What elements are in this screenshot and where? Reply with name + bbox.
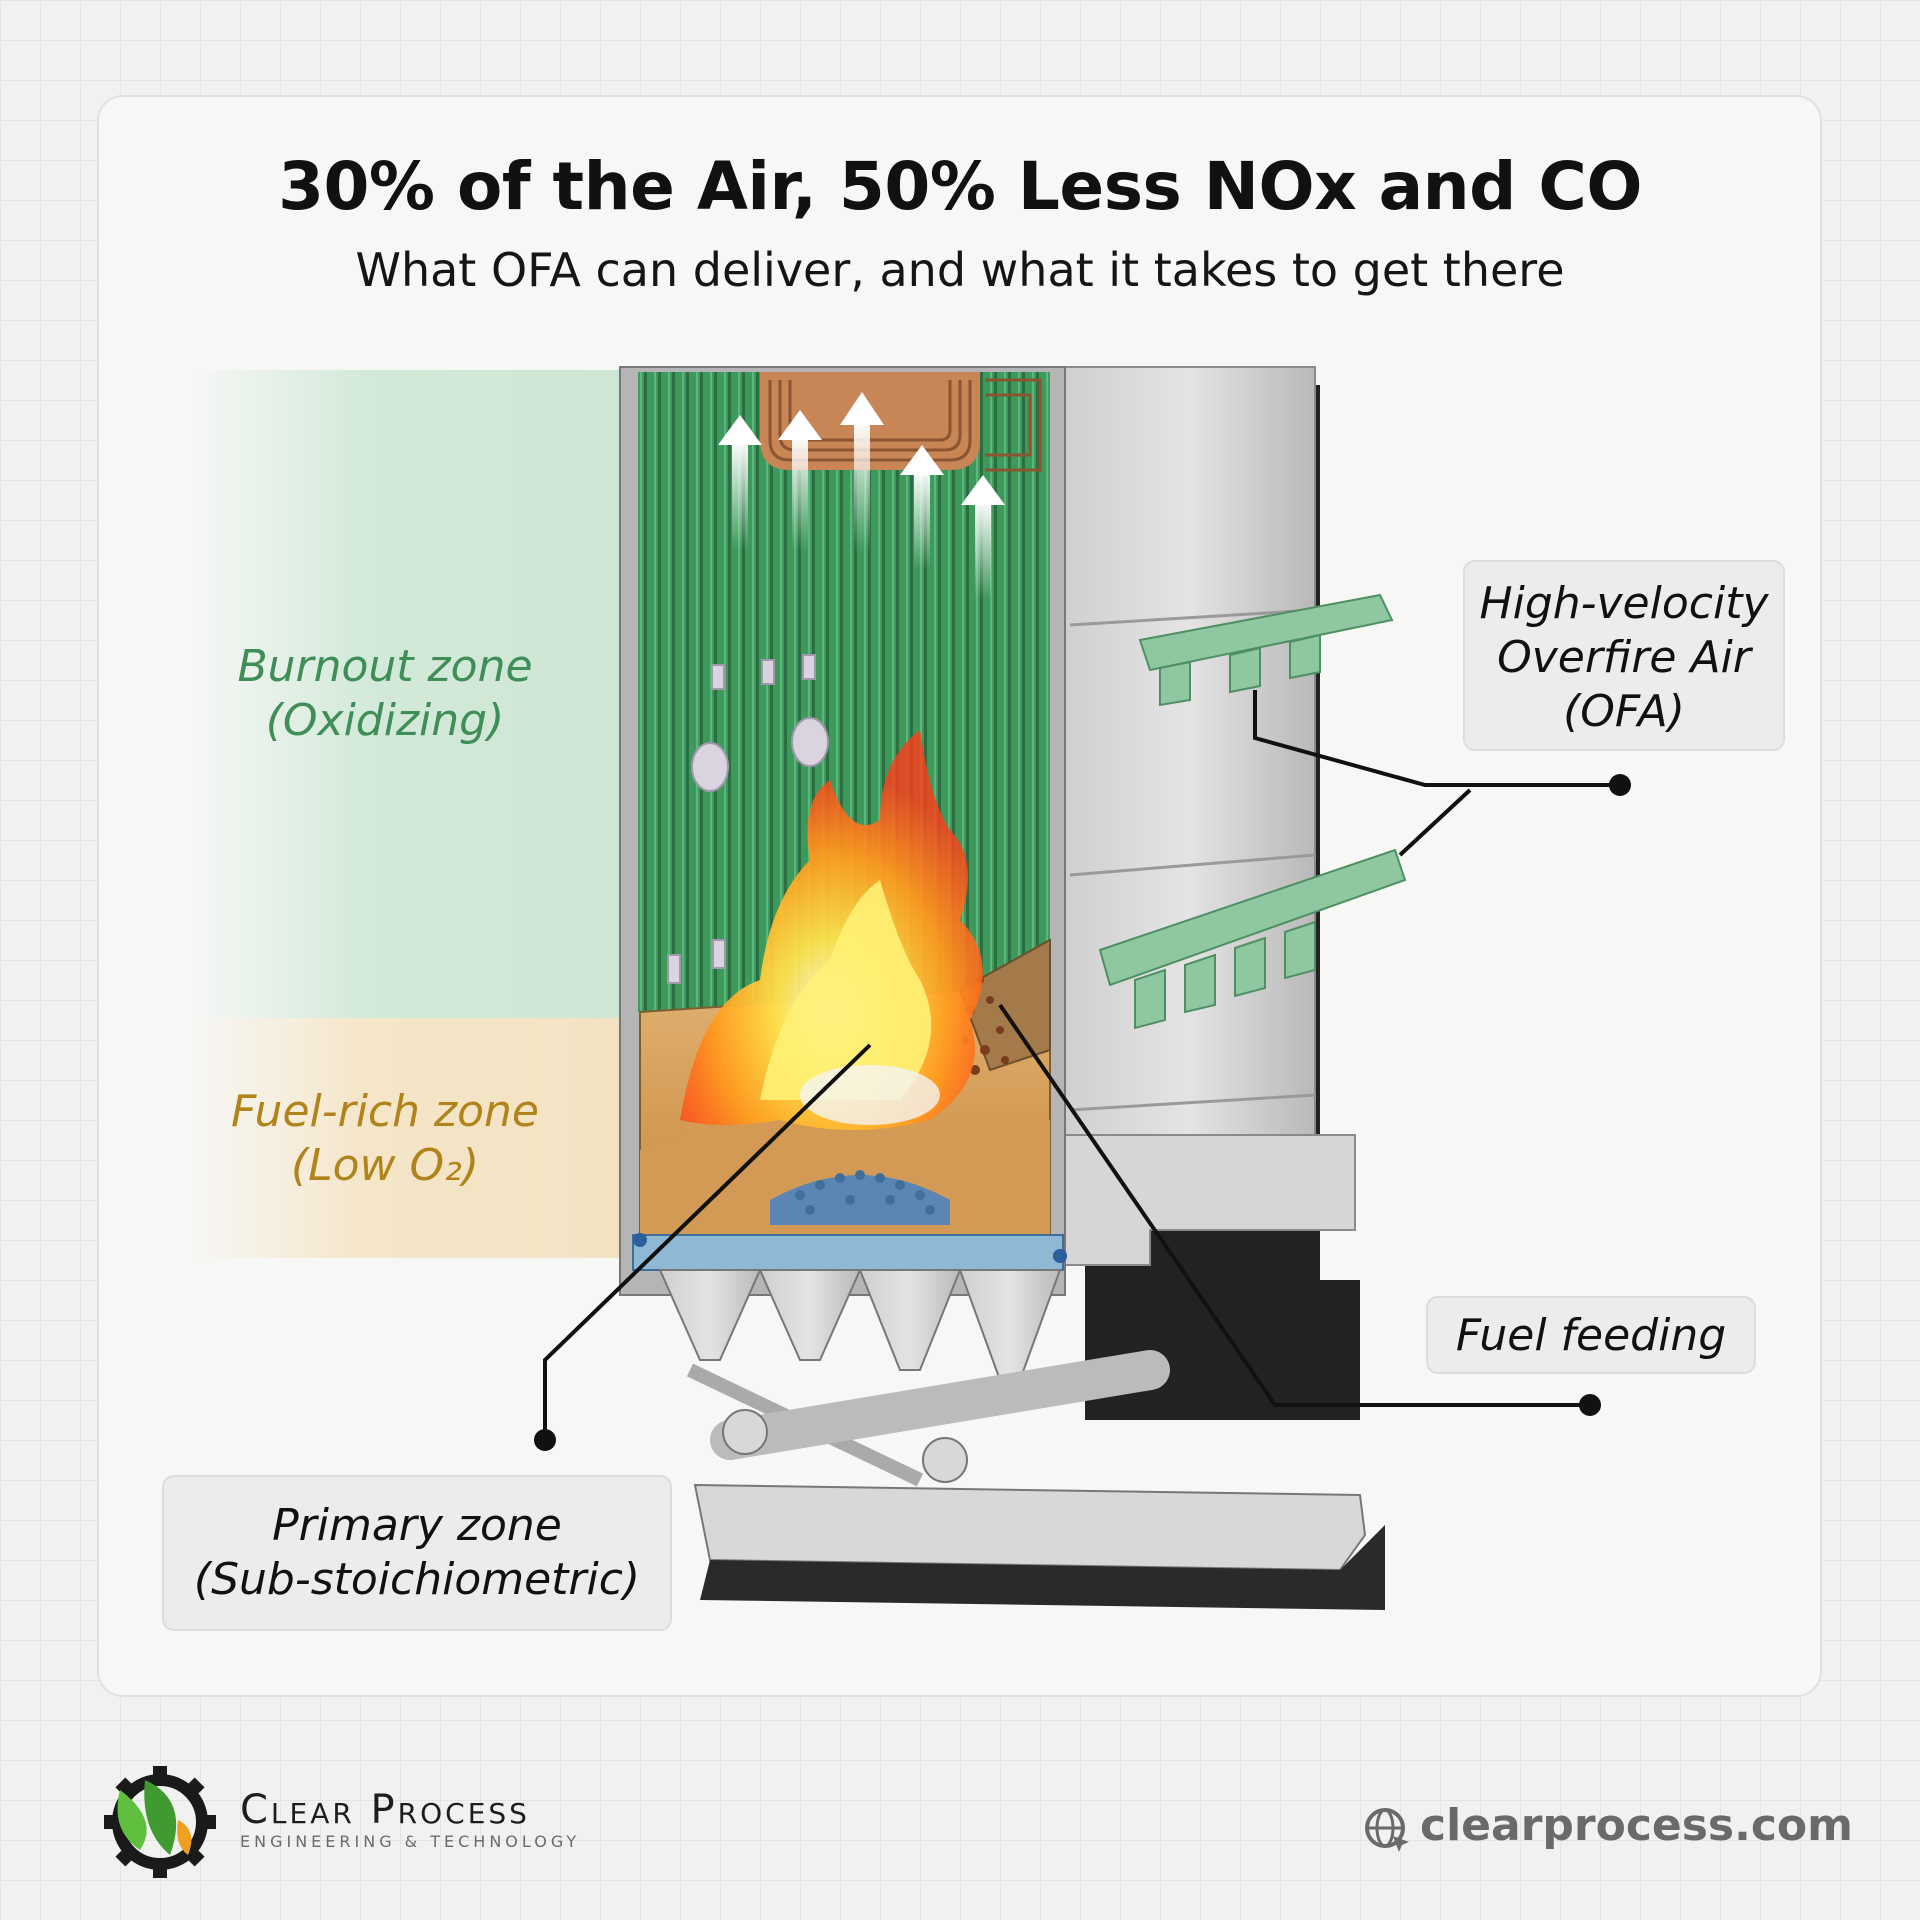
burnout-zone-subtitle: (Oxidizing) [265, 695, 505, 746]
primary-zone-title: Primary zone [272, 1500, 562, 1551]
ofa-callout: High-velocity Overfire Air (OFA) [1463, 560, 1785, 751]
gear-leaf-logo-icon [104, 1766, 216, 1878]
website-link[interactable]: clearprocess.com [1420, 1800, 1853, 1851]
fuel-rich-zone-band [190, 1018, 630, 1258]
casing-ribs [1069, 608, 1316, 1112]
ofa-callout-line2: Overfire Air [1497, 632, 1751, 683]
header-node-left [633, 1233, 647, 1247]
page-title: 30% of the Air, 50% Less NOx and CO [278, 148, 1642, 225]
bottom-header [632, 1234, 1064, 1271]
fuel-feeding-callout: Fuel feeding [1426, 1296, 1756, 1374]
fuel-rich-zone-subtitle: (Low O₂) [290, 1140, 479, 1191]
burnout-zone-label: Burnout zone (Oxidizing) [195, 640, 575, 748]
primary-zone-callout: Primary zone (Sub-stoichiometric) [162, 1475, 672, 1631]
leader-lines [543, 690, 1620, 1440]
ofa-nozzle-lower [1098, 848, 1407, 1030]
fuel-chute [958, 938, 1051, 1072]
ofa-callout-line1: High-velocity [1479, 578, 1769, 629]
ofa-nozzle-upper [1138, 593, 1394, 707]
page-subtitle: What OFA can deliver, and what it takes … [355, 243, 1565, 297]
ofa-callout-line3: (OFA) [1563, 686, 1685, 737]
fuel-rich-zone-title: Fuel-rich zone [231, 1086, 539, 1137]
leader-dots [534, 774, 1631, 1451]
brand-tagline: ENGINEERING & TECHNOLOGY [240, 1832, 581, 1851]
burnout-zone-band [190, 370, 630, 1018]
bottom-pipes [686, 1350, 1170, 1487]
base-plate [693, 1483, 1367, 1572]
base-shadow [700, 1525, 1385, 1610]
fuel-rich-zone-label: Fuel-rich zone (Low O₂) [195, 1085, 575, 1193]
brand-name: Clear Process [240, 1787, 530, 1833]
fuel-feeding-label: Fuel feeding [1455, 1310, 1727, 1361]
flue-gas-arrows [718, 392, 1005, 600]
header-node-right [1053, 1249, 1067, 1263]
burnout-zone-title: Burnout zone [237, 641, 533, 692]
globe-cursor-icon [1365, 1808, 1409, 1852]
wall-ports [667, 654, 829, 984]
grate [770, 1170, 950, 1225]
steel-casing [1059, 366, 1316, 1223]
primary-zone-subtitle: (Sub-stoichiometric) [193, 1554, 641, 1605]
